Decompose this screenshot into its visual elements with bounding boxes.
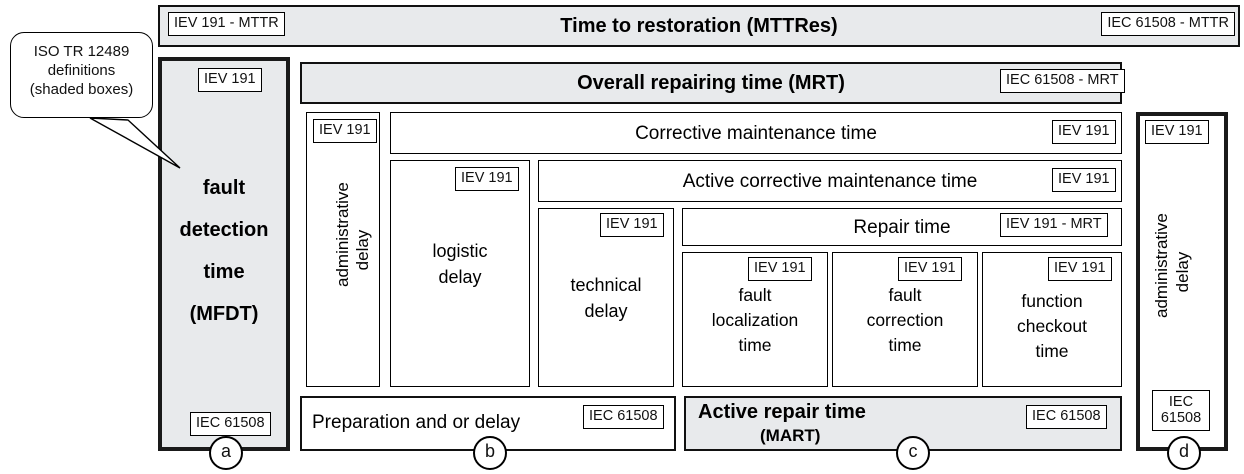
tag-iev191-function-checkout: IEV 191 (1048, 257, 1112, 281)
tag-iev191-logistic-delay: IEV 191 (455, 167, 519, 191)
marker-a: a (209, 436, 243, 470)
marker-d: d (1167, 436, 1201, 470)
tag-iev191-mrt-repair-time: IEV 191 - MRT (1000, 213, 1108, 237)
tag-iec61508-mrt: IEC 61508 - MRT (1000, 69, 1125, 93)
tag-iev191-corrective-maintenance: IEV 191 (1052, 120, 1116, 144)
callout-line-3: (shaded boxes) (29, 81, 134, 99)
column-logistic-delay (390, 160, 530, 387)
tag-iec61508-administrative-delay-right: IEC 61508 (1152, 390, 1210, 432)
band-active-corrective-maintenance-time (538, 160, 1122, 202)
tag-iev191-fault-localization: IEV 191 (748, 257, 812, 281)
column-fault-detection-time (158, 57, 290, 451)
tag-iec-line-1: IEC (1168, 394, 1194, 410)
tag-iev191-fault-correction: IEV 191 (898, 257, 962, 281)
tag-iev191-mttr: IEV 191 - MTTR (168, 12, 285, 36)
tag-iev191-administrative-delay-right: IEV 191 (1145, 120, 1209, 144)
tag-iec61508-fault-detection: IEC 61508 (190, 412, 271, 436)
band-overall-repairing-time (300, 62, 1122, 104)
band-corrective-maintenance-time (390, 112, 1122, 154)
tag-iev191-fault-detection: IEV 191 (198, 68, 262, 92)
tag-iec-line-2: 61508 (1160, 410, 1202, 427)
marker-b: b (473, 436, 507, 470)
column-administrative-delay-left (306, 112, 380, 387)
marker-c: c (896, 436, 930, 470)
callout-line-2: definitions (47, 62, 116, 80)
tag-iev191-technical-delay: IEV 191 (600, 213, 664, 237)
tag-iec61508-active-repair: IEC 61508 (1026, 405, 1107, 429)
tag-iec61508-preparation: IEC 61508 (583, 405, 664, 429)
band-time-to-restoration (158, 5, 1240, 47)
tag-iev191-active-corrective-maintenance: IEV 191 (1052, 168, 1116, 192)
tag-iec61508-mttr: IEC 61508 - MTTR (1101, 12, 1235, 36)
column-technical-delay (538, 208, 674, 387)
callout-line-1: ISO TR 12489 (33, 43, 130, 60)
callout-iso-definitions: ISO TR 12489 definitions (shaded boxes) (10, 32, 153, 118)
tag-iev191-administrative-delay-left: IEV 191 (313, 119, 377, 143)
